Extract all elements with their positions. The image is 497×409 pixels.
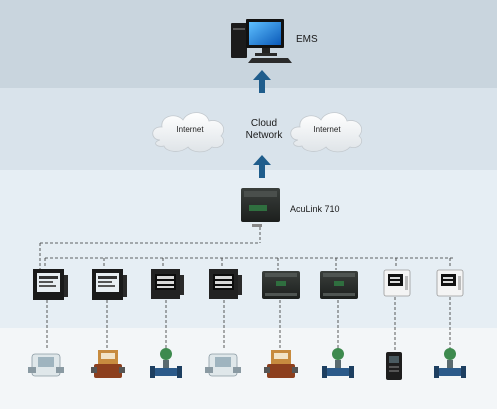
meter-tier-band <box>0 328 497 409</box>
power-meter-icon <box>33 269 68 300</box>
gateway-device-icon <box>241 188 280 227</box>
power-meter-icon <box>209 269 242 299</box>
cloud-icon <box>152 112 225 153</box>
water-meter-icon <box>205 353 241 377</box>
gas-meter-icon <box>264 350 298 378</box>
power-meter-icon <box>92 269 127 300</box>
internet-label: Internet <box>313 125 341 134</box>
cloud-icon <box>290 112 363 153</box>
ems-label: EMS <box>296 34 318 45</box>
flow-meter-icon <box>150 348 182 378</box>
sensor-display-icon <box>436 269 464 297</box>
power-meter-icon <box>151 269 184 299</box>
arrow-up-icon <box>253 70 271 93</box>
gas-meter-icon <box>91 350 125 378</box>
dashed-meter-links <box>46 297 451 352</box>
cloud-tier-band <box>0 88 497 170</box>
io-module-icon <box>262 271 300 299</box>
water-meter-icon <box>28 353 64 377</box>
cloud-network-label: Cloud Network <box>245 118 283 141</box>
internet-label: Internet <box>176 125 204 134</box>
handheld-meter-icon <box>386 352 402 380</box>
sensor-display-icon <box>383 269 411 297</box>
flow-meter-icon <box>434 348 466 378</box>
arrow-up-icon <box>253 155 271 178</box>
flow-meter-icon <box>322 348 354 378</box>
gateway-label: AcuLink 710 <box>290 204 340 214</box>
io-module-icon <box>320 271 358 299</box>
ems-computer-icon <box>231 19 292 63</box>
